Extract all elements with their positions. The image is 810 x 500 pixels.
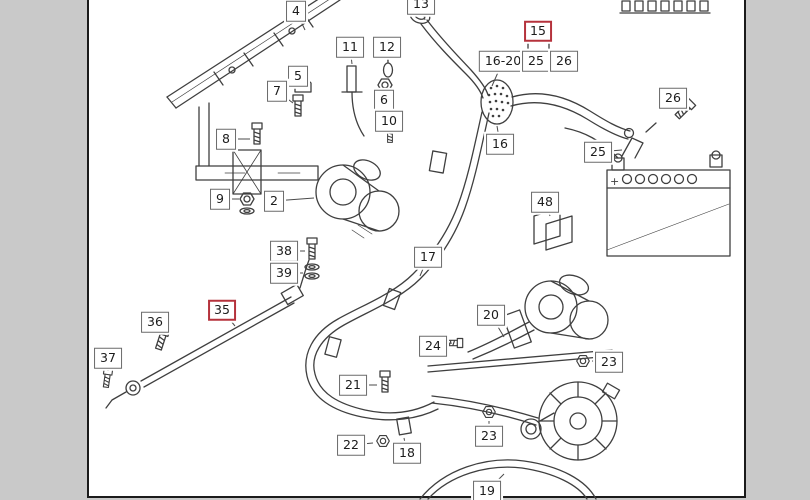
- callout-10[interactable]: 10: [375, 110, 403, 132]
- callout-22[interactable]: 22: [337, 434, 365, 456]
- callout-6[interactable]: 6: [374, 89, 394, 111]
- callout-26[interactable]: 26: [659, 87, 687, 109]
- callout-5[interactable]: 5: [288, 65, 308, 87]
- bracket-channel-art: [195, 102, 319, 195]
- callout-13[interactable]: 13: [407, 0, 435, 15]
- callout-8[interactable]: 8: [216, 128, 236, 150]
- callout-39[interactable]: 39: [270, 262, 298, 284]
- callout-7[interactable]: 7: [267, 80, 287, 102]
- starter-motor-lower-art: [502, 274, 609, 349]
- callout-48[interactable]: 48: [531, 191, 559, 213]
- callout-12[interactable]: 12: [373, 36, 401, 58]
- callout-23[interactable]: 23: [475, 425, 503, 447]
- callout-17[interactable]: 17: [414, 246, 442, 268]
- callout-20[interactable]: 20: [477, 304, 505, 326]
- callout-9[interactable]: 9: [210, 188, 230, 210]
- callout-36[interactable]: 36: [141, 311, 169, 333]
- grommet-art: [480, 79, 514, 125]
- ground-cable-art: [105, 259, 310, 409]
- callout-26[interactable]: 26: [550, 50, 578, 72]
- main-harness-art: [305, 91, 490, 436]
- callout-25[interactable]: 25: [584, 141, 612, 163]
- ring-cable-bottom-art: [419, 459, 597, 500]
- callout-2[interactable]: 2: [264, 190, 284, 212]
- callout-19[interactable]: 19: [473, 480, 501, 500]
- battery-clamp-art: [564, 122, 657, 159]
- callout-25[interactable]: 25: [522, 50, 550, 72]
- battery-art: +: [606, 150, 731, 257]
- callout-37[interactable]: 37: [94, 347, 122, 369]
- fuse-carrier-comb-art: [619, 0, 711, 14]
- callout-16-20[interactable]: 16-20: [478, 50, 528, 72]
- callout-35[interactable]: 35: [208, 299, 236, 321]
- callout-16[interactable]: 16: [486, 133, 514, 155]
- callout-21[interactable]: 21: [339, 374, 367, 396]
- callout-18[interactable]: 18: [393, 442, 421, 464]
- callout-4[interactable]: 4: [286, 0, 306, 22]
- callout-24[interactable]: 24: [419, 335, 447, 357]
- battery-positive-symbol: +: [610, 175, 619, 188]
- callout-group-ticks: [527, 40, 550, 51]
- callout-23[interactable]: 23: [595, 351, 623, 373]
- callout-11[interactable]: 11: [336, 36, 364, 58]
- starter-motor-upper-art: [315, 159, 400, 239]
- callout-15[interactable]: 15: [524, 20, 552, 42]
- callout-38[interactable]: 38: [270, 240, 298, 262]
- alternator-art: [520, 381, 621, 461]
